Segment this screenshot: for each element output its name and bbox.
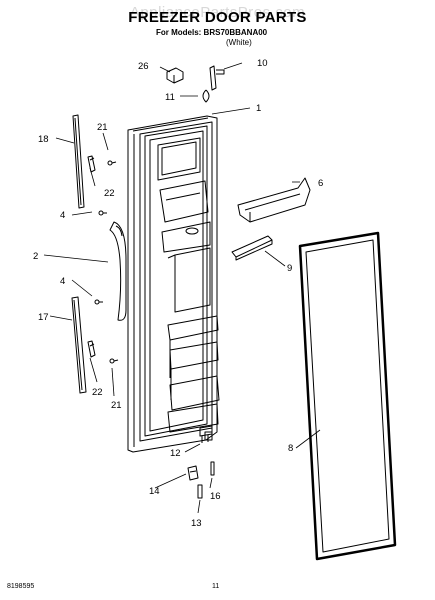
callout-4-lower: 4 [60,276,65,287]
watermark: AppliancePartsPros.com [129,4,306,21]
callout-labels: 1 2 4 4 6 8 9 10 11 12 13 14 16 17 18 21… [33,58,323,529]
callout-8: 8 [288,443,293,454]
callout-9: 9 [287,263,292,274]
door-gasket [298,231,397,561]
callout-2: 2 [33,251,38,262]
models-line: For Models: BRS70BBANA00 [156,28,268,37]
page-title: FREEZER DOOR PARTS [128,9,307,26]
clip-lower [87,340,96,358]
top-hinge-parts [166,65,225,103]
doc-number: 8198595 [7,583,35,590]
callout-14: 14 [149,486,160,497]
color-line: (White) [226,38,252,47]
callout-21-lower: 21 [111,400,122,411]
callout-17: 17 [38,312,49,323]
callout-4-upper: 4 [60,210,65,221]
screws [94,160,119,364]
trim-strip-bottom [71,296,87,394]
callout-12: 12 [170,448,181,459]
door-panel [127,115,220,453]
bottom-hinge-parts [187,425,215,499]
page-number: 11 [212,583,220,590]
callout-18: 18 [38,134,49,145]
leader-lines [43,62,321,514]
callout-16: 16 [210,491,221,502]
callout-11: 11 [165,92,175,103]
door-handle [109,221,127,321]
callout-6: 6 [318,178,323,189]
callout-10: 10 [257,58,268,69]
callout-21-upper: 21 [97,122,108,133]
door-bin [237,177,311,223]
callout-13: 13 [191,518,202,529]
clip-upper [87,155,96,173]
callout-1: 1 [256,103,261,114]
callout-22-lower: 22 [92,387,103,398]
trim-strip-top [72,114,85,209]
callout-22-upper: 22 [104,188,115,199]
small-shelf [231,235,273,261]
callout-26: 26 [138,61,149,72]
